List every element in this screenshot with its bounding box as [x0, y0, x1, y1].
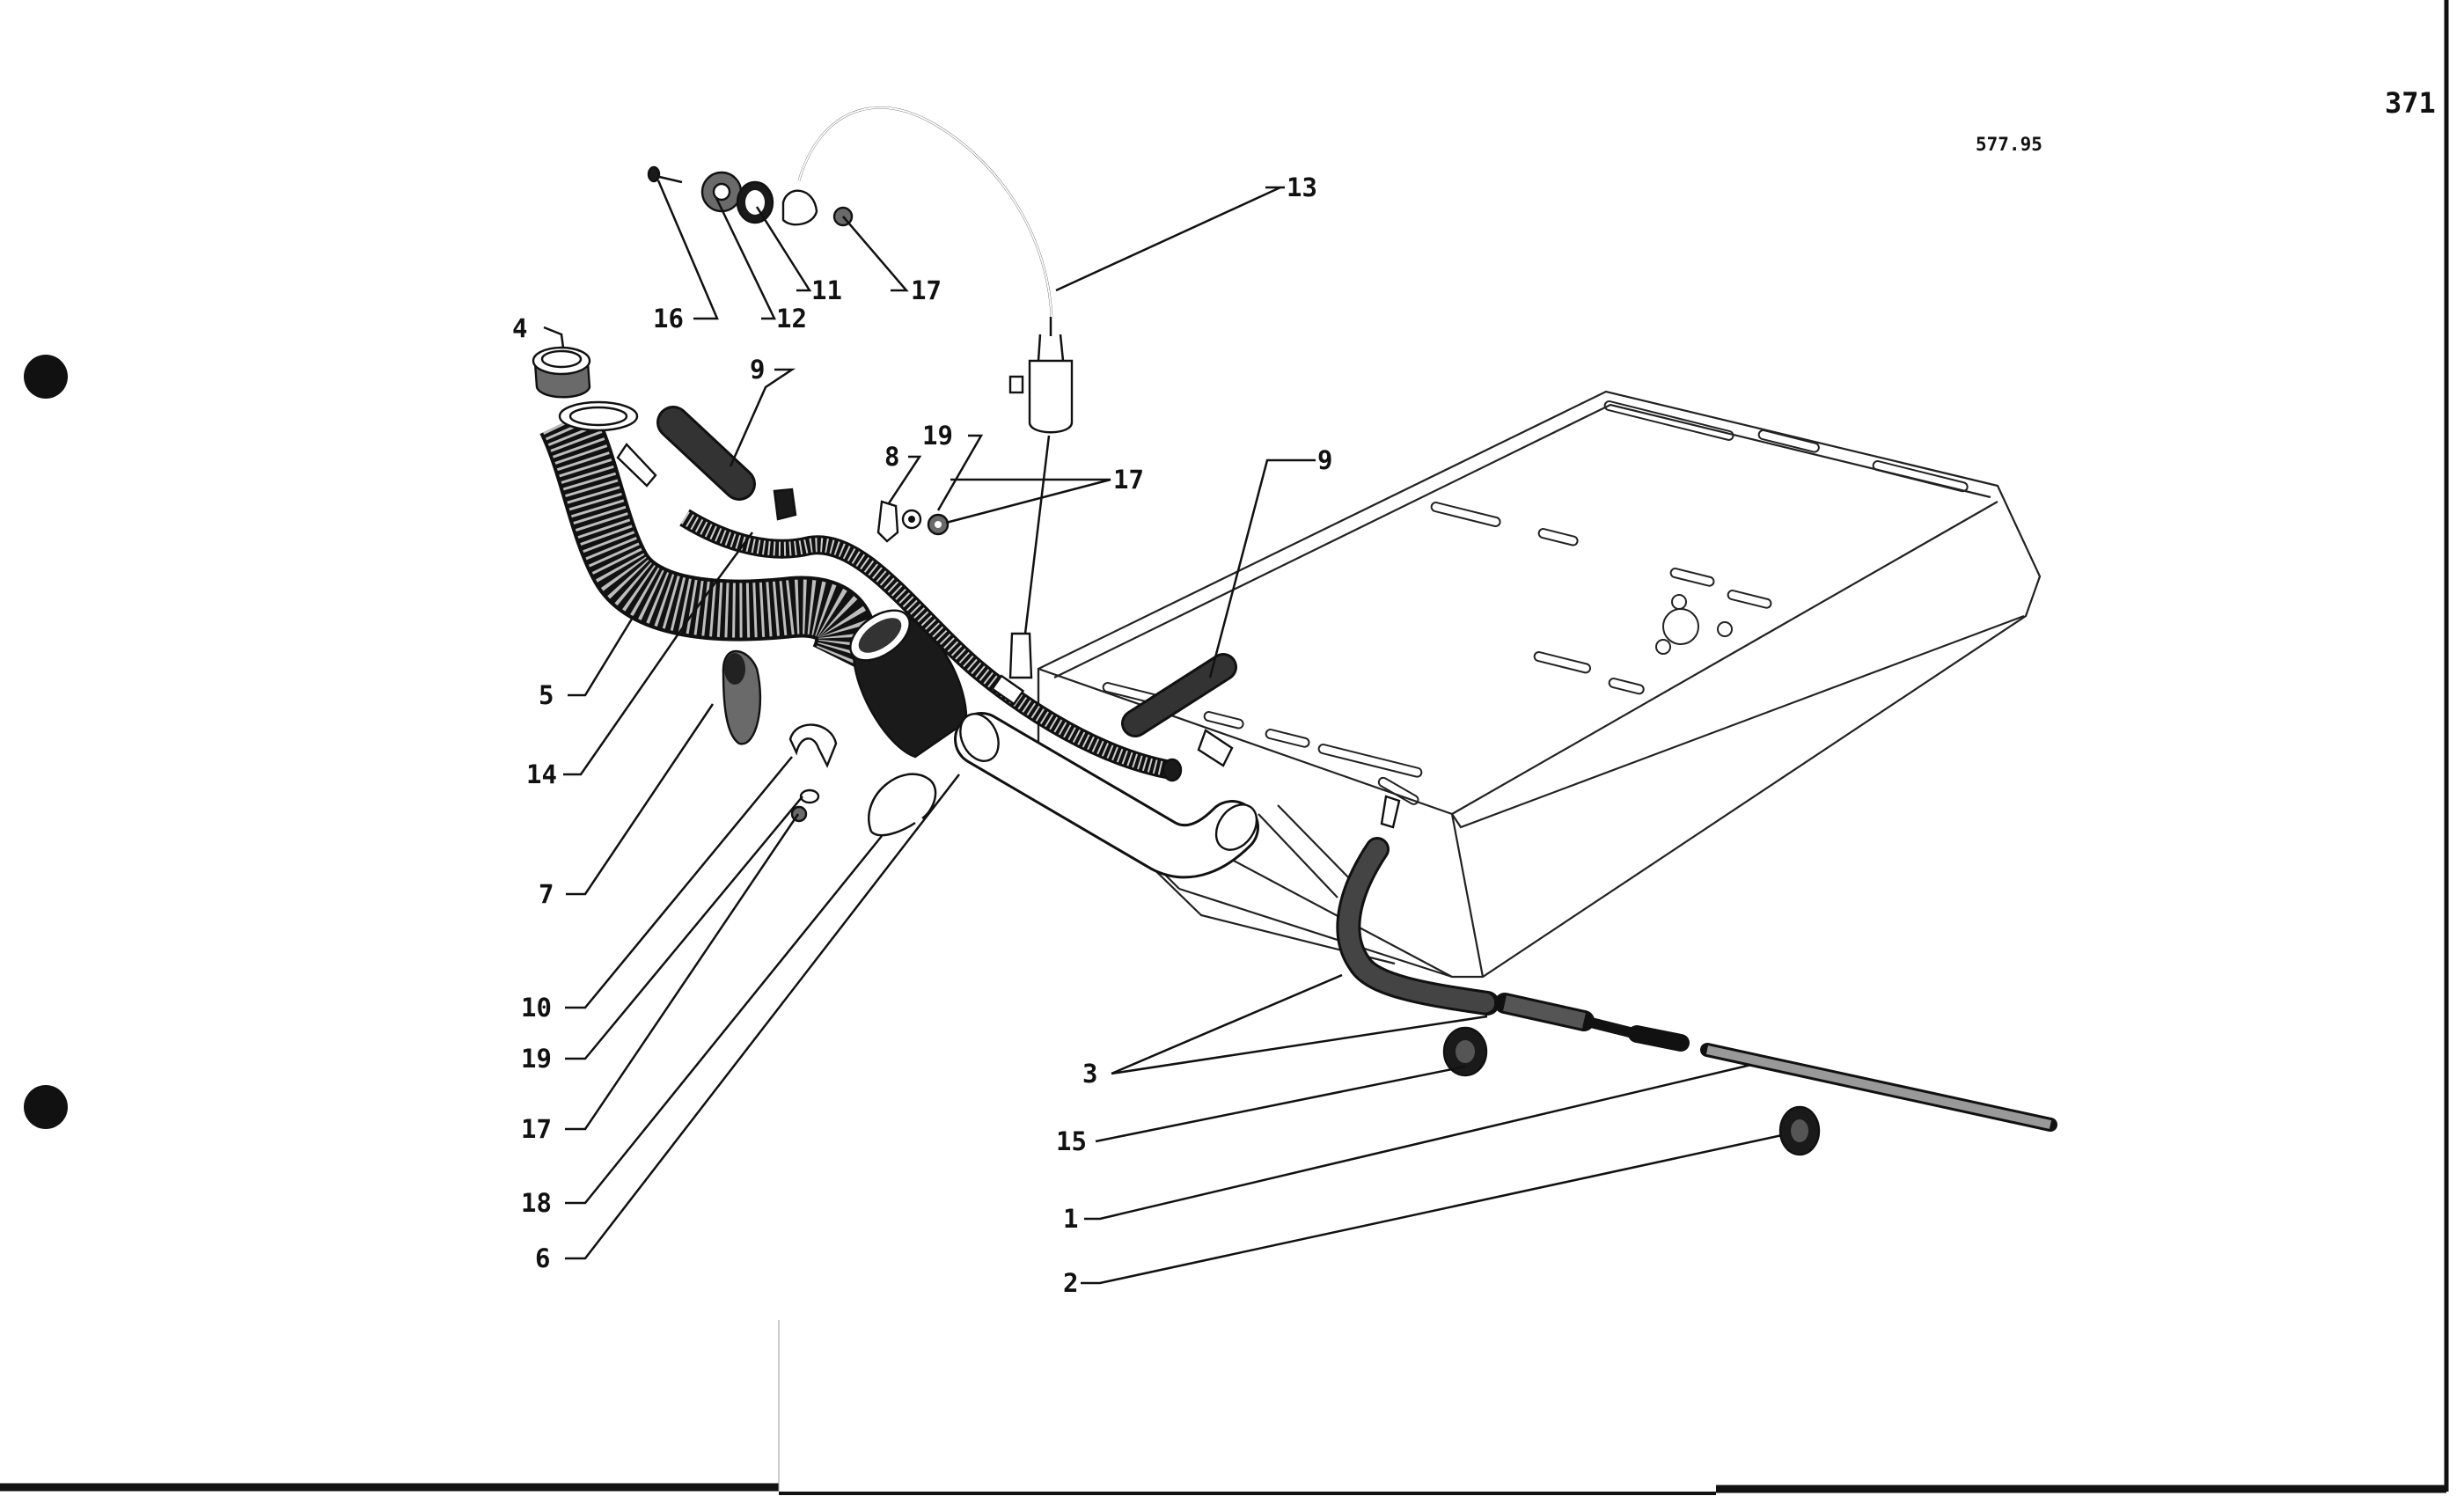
- callout-4: 4: [512, 313, 527, 343]
- filler-neck-hose: [539, 400, 877, 674]
- callout-8: 8: [884, 442, 899, 472]
- callout-1: 1: [1063, 1204, 1078, 1234]
- callout-2: 2: [1063, 1268, 1078, 1298]
- callout-19-lower: 19: [521, 1044, 552, 1074]
- fuel-line-hose: [1336, 837, 1690, 1052]
- callout-5: 5: [539, 680, 554, 710]
- pipe-clamp: [788, 723, 838, 823]
- leader-lines: [543, 180, 1783, 1285]
- callout-11: 11: [811, 275, 842, 305]
- small-grommet: [773, 488, 797, 521]
- callout-15: 15: [1056, 1126, 1087, 1156]
- callout-3: 3: [1082, 1059, 1097, 1089]
- callout-6: 6: [535, 1243, 550, 1273]
- callout-10: 10: [521, 993, 552, 1023]
- callout-16: 16: [653, 304, 684, 334]
- filler-cap: [532, 346, 591, 399]
- grommet-large: [722, 649, 762, 745]
- fuel-pipe: [1700, 1043, 2057, 1132]
- sender-mount-parts: [647, 165, 854, 227]
- callout-13: 13: [1287, 172, 1317, 202]
- breather-hose-tank: [1121, 653, 1237, 737]
- drawing-reference: 577.95: [1976, 134, 2042, 155]
- callout-9-upper: 9: [750, 355, 765, 385]
- callout-9-tank: 9: [1317, 445, 1332, 475]
- clip-hardware: [876, 500, 950, 543]
- fuel-tank: [1037, 390, 2042, 979]
- hose-clip: [868, 773, 937, 837]
- callout-17-lower: 17: [521, 1114, 552, 1144]
- callout-12: 12: [776, 304, 807, 334]
- page-number: 371: [2385, 86, 2436, 120]
- breather-hose-upper: [656, 406, 756, 501]
- callout-14: 14: [526, 759, 557, 789]
- binder-hole-bottom: [24, 1085, 68, 1129]
- grommet-15: [1442, 1026, 1488, 1077]
- filler-pipe: [954, 712, 1259, 879]
- callout-7: 7: [539, 879, 554, 909]
- callout-numbers: 4 16 12 11 17 13 9 19 8 17 9 5 14 7 10 1…: [512, 172, 1332, 1298]
- vent-tube: [679, 509, 1183, 782]
- grommet-2: [1778, 1105, 1821, 1156]
- callout-17-middle: 17: [1113, 465, 1144, 495]
- binder-hole-top: [24, 355, 68, 399]
- callout-19-upper: 19: [922, 421, 953, 451]
- callout-18: 18: [521, 1188, 552, 1218]
- gauge-cable: [797, 106, 1074, 679]
- callout-17-top: 17: [911, 275, 942, 305]
